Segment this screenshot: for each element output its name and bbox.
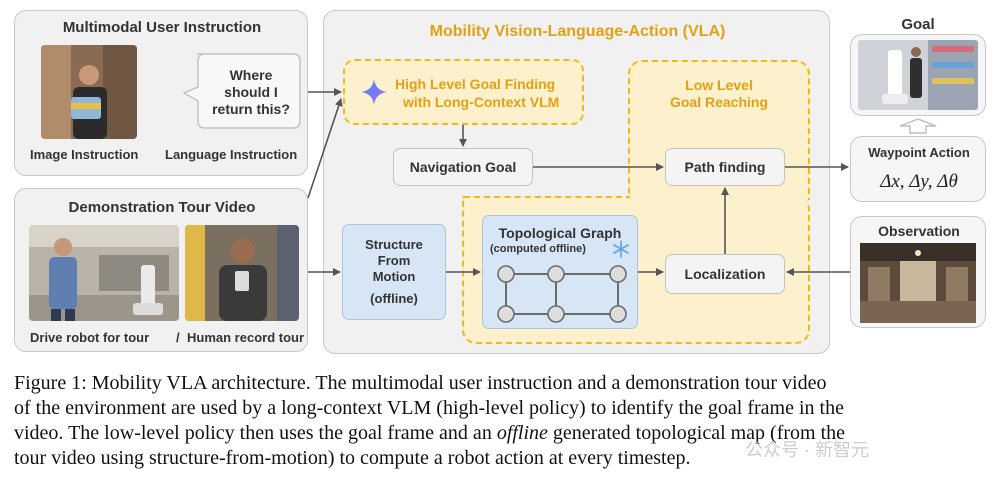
localization-node: Localization: [665, 254, 785, 294]
graph-node: [547, 305, 565, 323]
topo-graph-drawing: [497, 265, 627, 323]
graph-node: [497, 305, 515, 323]
topo-title: Topological Graph: [498, 225, 622, 241]
sfm-line4: (offline): [370, 291, 418, 306]
high-level-title-line1: High Level Goal Finding: [395, 76, 556, 92]
low-level-region-step: [464, 196, 632, 201]
snowflake-icon: [613, 240, 629, 258]
watermark: 公众号 · 新智元: [745, 440, 869, 460]
sfm-line2: From: [377, 253, 411, 268]
graph-node: [609, 305, 627, 323]
low-level-title-line1: Low Level: [685, 77, 753, 93]
instruction-panel: Multimodal User Instruction Image Instru…: [14, 10, 308, 176]
sfm-node: Structure From Motion (offline): [342, 224, 446, 320]
image-instruction-photo: [41, 45, 137, 139]
waypoint-panel: Waypoint Action Δx, Δy, Δθ: [850, 136, 986, 202]
instruction-panel-title: Multimodal User Instruction: [62, 19, 262, 36]
observation-panel: Observation: [850, 216, 986, 328]
low-level-region-join: [630, 196, 806, 204]
arrow-tour-to-vlm: [307, 98, 343, 199]
goal-panel: [850, 34, 986, 116]
caption-line3-tail: generated topological map (from the: [552, 422, 846, 444]
waypoint-title: Waypoint Action: [868, 145, 970, 160]
tour-panel-title: Demonstration Tour Video: [68, 199, 256, 216]
caption-line3-head: video. The low-level policy then uses th…: [14, 422, 492, 444]
up-arrow-icon: [899, 118, 937, 134]
human-record-photo: [185, 225, 299, 321]
caption-line3-emph: offline: [496, 422, 548, 444]
drive-robot-photo: [29, 225, 179, 321]
graph-node: [547, 265, 565, 283]
topo-subtitle: (computed offline): [490, 243, 586, 255]
caption-line2: of the environment are used by a long-co…: [14, 397, 844, 419]
goal-photo: [858, 40, 978, 110]
image-instruction-label: Image Instruction: [30, 147, 139, 162]
goal-title: Goal: [901, 16, 935, 33]
graph-node: [497, 265, 515, 283]
path-finding-node: Path finding: [665, 148, 785, 186]
high-level-title-line2: with Long-Context VLM: [403, 94, 560, 110]
label-separator: /: [176, 330, 180, 345]
vla-panel-title: Mobility Vision-Language-Action (VLA): [429, 23, 726, 40]
sfm-line3: Motion: [372, 269, 416, 284]
human-record-label: Human record tour: [187, 330, 305, 345]
drive-robot-label: Drive robot for tour: [30, 330, 150, 345]
observation-photo: [860, 243, 976, 323]
sfm-line1: Structure: [365, 237, 423, 252]
figure-caption: Figure 1: Mobility VLA architecture. The…: [14, 371, 989, 471]
language-instruction-label: Language Instruction: [165, 147, 298, 162]
speech-bubble: [182, 53, 301, 129]
navigation-goal-node: Navigation Goal: [393, 148, 533, 186]
caption-line3: video. The low-level policy then uses th…: [14, 421, 989, 446]
gemini-sparkle-icon: [361, 79, 387, 105]
bubble-text: Where should I return this?: [212, 67, 290, 117]
waypoint-formula: Δx, Δy, Δθ: [880, 171, 958, 192]
observation-title: Observation: [878, 223, 960, 239]
caption-line1: Figure 1: Mobility VLA architecture. The…: [14, 372, 827, 394]
low-level-title-line2: Goal Reaching: [669, 94, 769, 110]
caption-line4: tour video using structure-from-motion) …: [14, 447, 691, 469]
tour-panel: Demonstration Tour Video Drive robot for…: [14, 188, 308, 352]
graph-node: [609, 265, 627, 283]
